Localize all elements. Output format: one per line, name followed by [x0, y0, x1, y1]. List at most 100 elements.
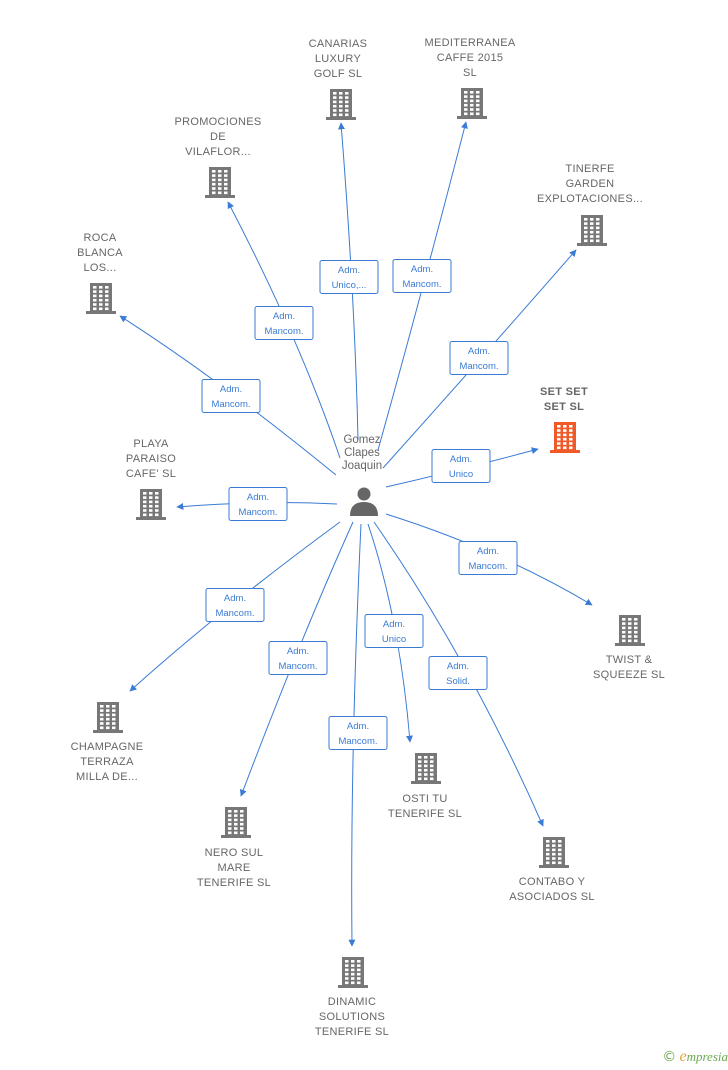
company-label-playa[interactable]: PLAYA — [133, 438, 169, 450]
company-label-champagne[interactable]: CHAMPAGNE — [71, 741, 144, 753]
role-text: Unico — [449, 469, 473, 480]
company-label-setset[interactable]: SET SL — [544, 401, 584, 413]
role-osti[interactable]: Adm. Unico — [364, 614, 424, 648]
company-label-roca[interactable]: ROCA — [84, 232, 117, 244]
role-text: Mancom. — [338, 736, 377, 747]
company-label-promociones[interactable]: VILAFLOR... — [185, 146, 251, 158]
company-label-champagne[interactable]: MILLA DE... — [76, 771, 138, 783]
role-text: Unico,... — [332, 280, 367, 291]
building-icon-osti[interactable] — [411, 753, 441, 784]
role-text: Mancom. — [278, 661, 317, 672]
company-label-roca[interactable]: LOS... — [84, 262, 117, 274]
person-name-label[interactable]: Clapes — [344, 447, 380, 459]
role-mediterranea[interactable]: Adm. Mancom. — [392, 259, 452, 293]
building-icon-twist[interactable] — [615, 615, 645, 646]
role-text: Mancom. — [264, 326, 303, 337]
building-icon-nero[interactable] — [221, 807, 251, 838]
role-text: Mancom. — [215, 608, 254, 619]
company-label-twist[interactable]: TWIST & — [606, 654, 653, 666]
role-text: Adm. — [338, 265, 360, 276]
company-label-canarias[interactable]: CANARIAS — [309, 38, 368, 50]
role-text: Mancom. — [459, 361, 498, 372]
company-label-nero[interactable]: NERO SUL — [205, 847, 264, 859]
company-label-tinerfe[interactable]: TINERFE — [565, 163, 614, 175]
role-text: Mancom. — [402, 279, 441, 290]
company-label-nero[interactable]: TENERIFE SL — [197, 877, 271, 889]
edges-layer — [119, 121, 593, 947]
role-twist[interactable]: Adm. Mancom. — [458, 541, 518, 575]
company-label-champagne[interactable]: TERRAZA — [80, 756, 134, 768]
company-label-roca[interactable]: BLANCA — [77, 247, 123, 259]
company-label-tinerfe[interactable]: EXPLOTACIONES... — [537, 193, 643, 205]
company-label-playa[interactable]: CAFE' SL — [126, 468, 176, 480]
company-label-nero[interactable]: MARE — [218, 862, 251, 874]
person-icon[interactable] — [350, 487, 378, 517]
company-label-twist[interactable]: SQUEEZE SL — [593, 669, 665, 681]
role-text: Unico — [382, 634, 406, 645]
role-text: Solid. — [446, 676, 470, 687]
company-label-playa[interactable]: PARAISO — [126, 453, 176, 465]
building-icon-playa[interactable] — [136, 489, 166, 520]
role-text: Adm. — [287, 646, 309, 657]
building-icon-promociones[interactable] — [205, 167, 235, 198]
role-champagne[interactable]: Adm. Mancom. — [205, 588, 265, 622]
building-icon-champagne[interactable] — [93, 702, 123, 733]
role-contabo[interactable]: Adm. Solid. — [428, 656, 488, 690]
company-label-setset[interactable]: SET SET — [540, 386, 588, 398]
footer-brand: © empresia — [662, 1048, 728, 1066]
role-text: Adm. — [247, 492, 269, 503]
company-label-canarias[interactable]: GOLF SL — [314, 68, 363, 80]
company-label-contabo[interactable]: CONTABO Y — [519, 876, 586, 888]
building-icon-mediterranea[interactable] — [457, 88, 487, 119]
role-playa[interactable]: Adm. Mancom. — [228, 487, 288, 521]
building-icon-canarias[interactable] — [326, 89, 356, 120]
role-roca[interactable]: Adm. Mancom. — [201, 379, 261, 413]
role-canarias[interactable]: Adm. Unico,... — [319, 260, 379, 294]
building-icon-setset[interactable] — [550, 422, 580, 453]
company-label-tinerfe[interactable]: GARDEN — [566, 178, 615, 190]
role-text: Mancom. — [211, 399, 250, 410]
role-dinamic[interactable]: Adm. Mancom. — [328, 716, 388, 750]
role-text: Mancom. — [468, 561, 507, 572]
company-label-canarias[interactable]: LUXURY — [315, 53, 362, 65]
company-label-promociones[interactable]: PROMOCIONES — [174, 116, 261, 128]
person-name-label[interactable]: Gomez — [343, 434, 380, 446]
company-label-promociones[interactable]: DE — [210, 131, 226, 143]
company-label-contabo[interactable]: ASOCIADOS SL — [509, 891, 595, 903]
building-icon-contabo[interactable] — [539, 837, 569, 868]
role-text: Adm. — [450, 454, 472, 465]
person-name-label[interactable]: Joaquin — [342, 460, 382, 472]
role-setset[interactable]: Adm. Unico — [431, 449, 491, 483]
role-promociones[interactable]: Adm. Mancom. — [254, 306, 314, 340]
nodes-layer: CANARIAS LUXURY GOLF SL MEDITERRANEA CAFFE 2… — [71, 37, 665, 1038]
role-text: Adm. — [468, 346, 490, 357]
company-label-dinamic[interactable]: DINAMIC — [328, 996, 377, 1008]
role-nero[interactable]: Adm. Mancom. — [268, 641, 328, 675]
building-icon-dinamic[interactable] — [338, 957, 368, 988]
role-text: Adm. — [347, 721, 369, 732]
brand-initial: e — [679, 1048, 687, 1065]
building-icon-roca[interactable] — [86, 283, 116, 314]
role-text: Adm. — [383, 619, 405, 630]
role-text: Adm. — [477, 546, 499, 557]
copyright-icon: © — [662, 1049, 677, 1065]
company-label-dinamic[interactable]: SOLUTIONS — [319, 1011, 385, 1023]
company-label-osti[interactable]: TENERIFE SL — [388, 808, 462, 820]
role-text: Adm. — [224, 593, 246, 604]
company-label-dinamic[interactable]: TENERIFE SL — [315, 1026, 389, 1038]
role-text: Adm. — [411, 264, 433, 275]
building-icon-tinerfe[interactable] — [577, 215, 607, 246]
company-label-mediterranea[interactable]: MEDITERRANEA — [425, 37, 516, 49]
brand-name: mpresia — [686, 1049, 728, 1064]
roles-layer: Adm. Unico,... Adm. Mancom. Adm. Mancom. Adm. M… — [201, 259, 518, 750]
company-label-osti[interactable]: OSTI TU — [402, 793, 447, 805]
company-label-mediterranea[interactable]: SL — [463, 67, 477, 79]
role-text: Adm. — [447, 661, 469, 672]
role-text: Mancom. — [238, 507, 277, 518]
role-tinerfe[interactable]: Adm. Mancom. — [449, 341, 509, 375]
company-label-mediterranea[interactable]: CAFFE 2015 — [437, 52, 504, 64]
role-text: Adm. — [273, 311, 295, 322]
role-text: Adm. — [220, 384, 242, 395]
